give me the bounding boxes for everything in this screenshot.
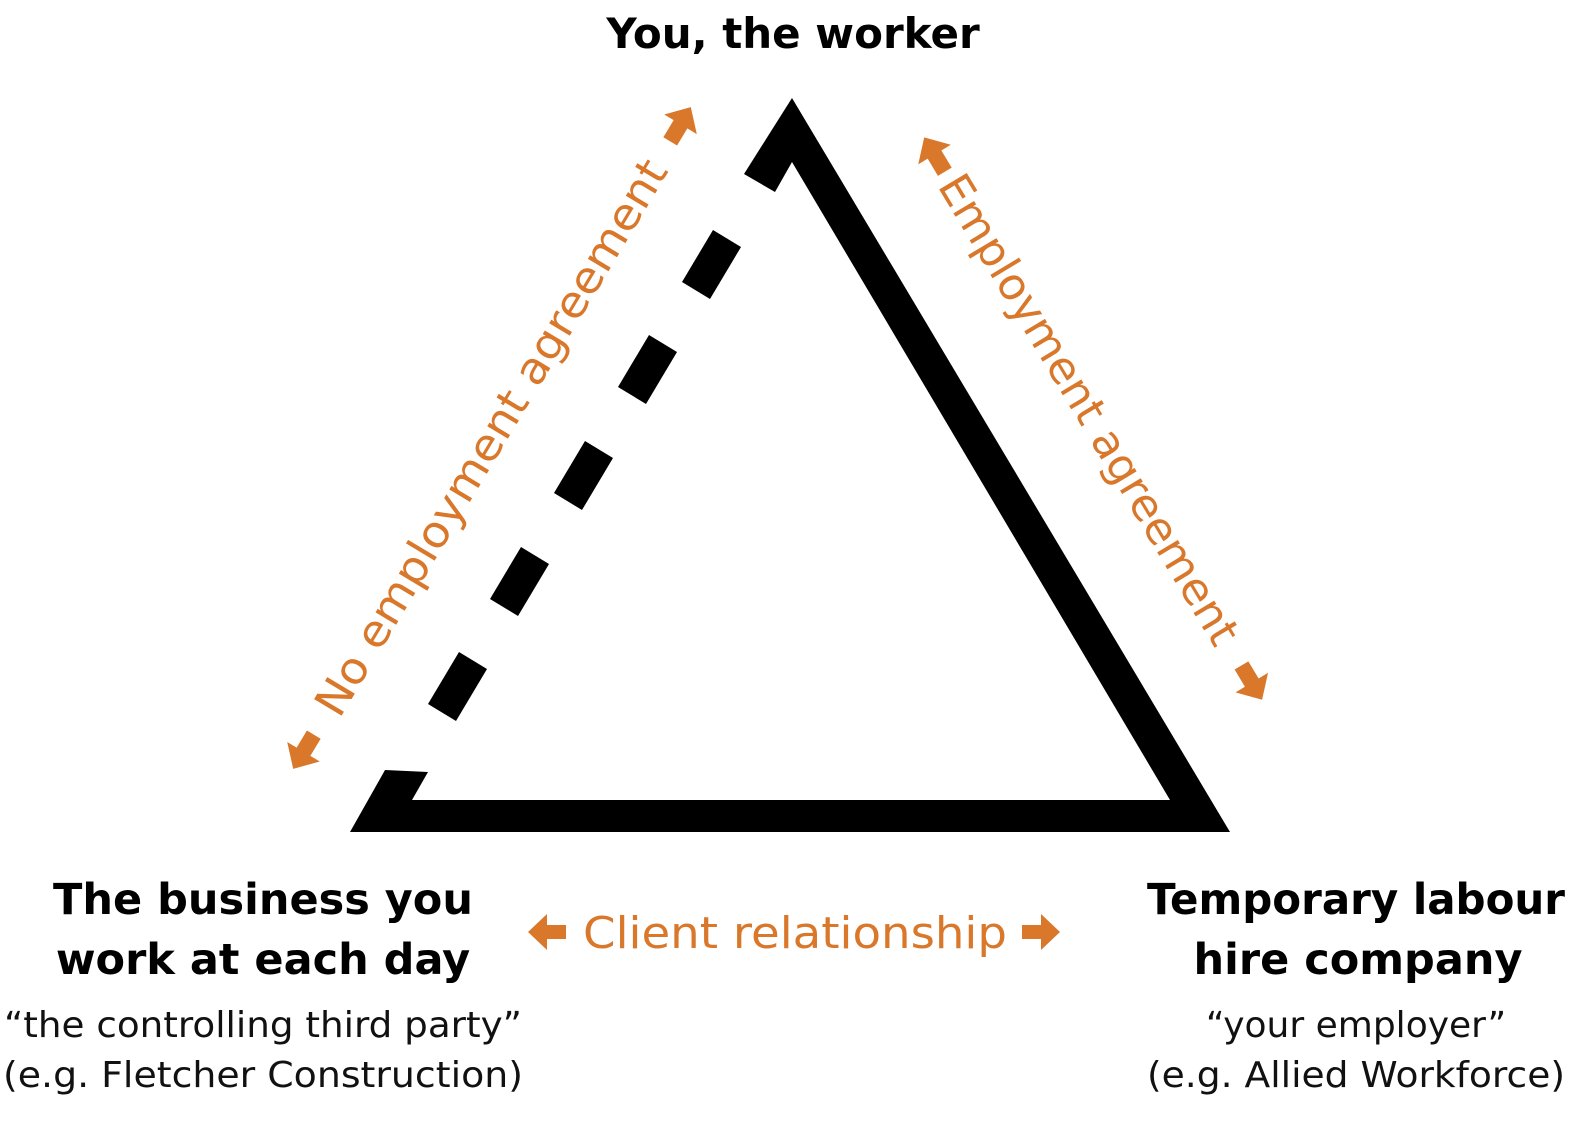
dash-segment: [428, 652, 487, 721]
relationship-left: No employment agreement: [287, 107, 697, 769]
node-top-title: You, the worker: [605, 9, 980, 58]
relationship-bottom: Client relationship: [528, 908, 1060, 959]
relationship-bottom-label: Client relationship: [583, 908, 1007, 959]
dash-segment: [554, 441, 613, 510]
arrow-down-left-icon: [287, 730, 321, 769]
arrow-down-right-icon: [1234, 661, 1269, 700]
node-bottom-left-title-line2: work at each day: [56, 935, 470, 985]
node-bottom-left-title-line1: The business you: [53, 875, 473, 925]
arrow-right-icon: [1022, 914, 1060, 950]
arrow-up-left-icon: [918, 137, 952, 176]
node-bottom-left-sub-line2: (e.g. Fletcher Construction): [3, 1055, 523, 1096]
dash-segment: [490, 547, 549, 616]
node-bottom-right-title-line2: hire company: [1194, 935, 1523, 985]
dashed-left-edge: [428, 230, 741, 721]
relationship-left-label: No employment agreement: [305, 150, 678, 725]
node-bottom-left: The business you work at each day “the c…: [3, 875, 523, 1096]
node-bottom-right-sub-line2: (e.g. Allied Workforce): [1147, 1055, 1565, 1096]
arrow-up-right-icon: [663, 107, 697, 146]
dash-segment: [682, 230, 741, 299]
dash-segment: [618, 335, 677, 404]
node-bottom-left-sub-line1: “the controlling third party”: [4, 1005, 522, 1046]
node-bottom-right: Temporary labour hire company “your empl…: [1147, 875, 1566, 1096]
node-bottom-right-sub-line1: “your employer”: [1206, 1005, 1506, 1046]
node-bottom-right-title-line1: Temporary labour: [1147, 875, 1566, 925]
arrow-left-icon: [528, 914, 566, 950]
